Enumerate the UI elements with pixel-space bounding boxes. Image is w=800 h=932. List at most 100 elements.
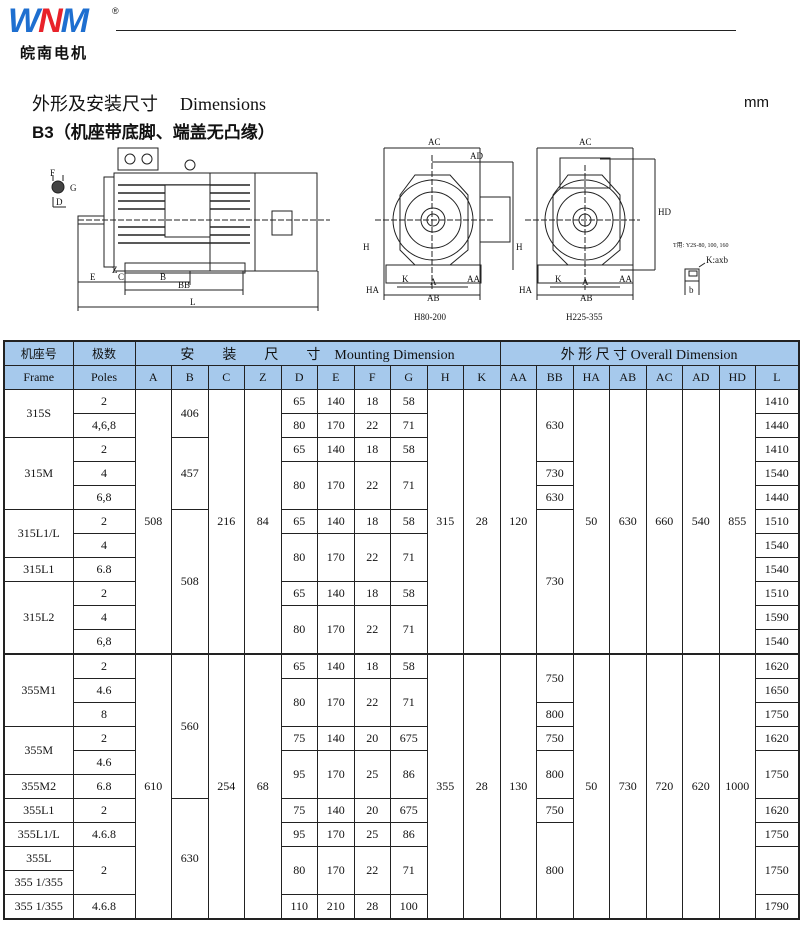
table-cell: 4.6: [72, 750, 136, 775]
column-header-ad: AD: [682, 365, 720, 390]
table-cell: 6.8: [72, 774, 136, 799]
table-cell: 4.6: [72, 678, 136, 703]
label-AC: AC: [428, 137, 441, 147]
table-cell: 75: [280, 798, 318, 823]
table-cell: 1650: [755, 678, 800, 703]
table-cell: 84: [244, 389, 282, 655]
table-cell: 1750: [755, 750, 800, 799]
caption-h80-200: H80-200: [414, 312, 446, 322]
table-cell: 58: [390, 509, 428, 534]
table-cell: 254: [207, 653, 245, 920]
table-cell: 1440: [755, 485, 800, 510]
table-cell: 71: [390, 605, 428, 655]
table-cell: 315: [426, 389, 464, 655]
table-cell: 315L1: [3, 557, 74, 582]
column-header-ha: HA: [572, 365, 611, 390]
table-cell: 355M: [3, 726, 74, 775]
table-cell: 210: [317, 894, 355, 920]
table-cell: 675: [390, 726, 428, 751]
table-cell: 80: [280, 461, 318, 510]
table-cell: 630: [609, 389, 647, 655]
table-cell: 95: [280, 750, 318, 799]
table-cell: 355 1/355: [3, 894, 74, 920]
brand-name-cn: 皖南电机: [20, 45, 89, 62]
table-cell: 610: [134, 653, 172, 920]
table-cell: 80: [280, 533, 318, 582]
table-cell: 65: [280, 509, 318, 534]
table-cell: 750: [536, 726, 574, 751]
column-header-aa: AA: [499, 365, 538, 390]
table-cell: 75: [280, 726, 318, 751]
label-AA: AA: [467, 274, 480, 284]
table-cell: 95: [280, 822, 318, 847]
side-view-drawing: F G D E Z C B BB L: [50, 147, 330, 311]
logo-letter-n: N: [38, 2, 63, 40]
column-header-k: K: [463, 365, 501, 390]
header-frame-cn: 机座号: [3, 340, 74, 366]
label-HD: HD: [658, 207, 671, 217]
header-overall-dimension: 外 形 尺 寸 Overall Dimension: [499, 340, 800, 366]
table-cell: 4,6,8: [72, 413, 136, 438]
table-cell: 18: [353, 389, 391, 414]
table-cell: 22: [353, 461, 391, 510]
caption-h225-355: H225-355: [566, 312, 603, 322]
table-cell: 1750: [755, 846, 800, 895]
table-cell: 750: [536, 798, 574, 823]
logo-letter-w: W: [8, 2, 40, 40]
table-cell: 1750: [755, 702, 800, 727]
front-view-h225-355: AC HD H HA K A AA AB H225-355: [516, 137, 671, 322]
table-cell: 630: [536, 485, 574, 510]
column-header-bb: BB: [536, 365, 574, 390]
table-cell: 170: [317, 605, 355, 655]
table-cell: 80: [280, 413, 318, 438]
label-C: C: [118, 272, 124, 282]
key-note: T用: Y2S-80, 100, 160: [673, 242, 729, 249]
table-cell: 140: [317, 653, 355, 679]
table-cell: 71: [390, 678, 428, 727]
table-cell: 1620: [755, 798, 800, 823]
header-rule: [116, 30, 736, 31]
logo-letter-m: M: [60, 2, 89, 40]
column-header-ab: AB: [609, 365, 647, 390]
column-header-hd: HD: [718, 365, 757, 390]
table-cell: 6.8: [72, 557, 136, 582]
table-cell: 800: [536, 822, 574, 920]
table-cell: 355 1/355: [3, 870, 74, 895]
label-AC-2: AC: [579, 137, 592, 147]
table-cell: 1540: [755, 533, 800, 558]
label-F: F: [50, 168, 55, 178]
table-cell: 50: [572, 653, 611, 920]
table-cell: 170: [317, 461, 355, 510]
table-cell: 140: [317, 509, 355, 534]
table-cell: 28: [463, 389, 501, 655]
table-cell: 6,8: [72, 485, 136, 510]
table-cell: 457: [171, 437, 209, 510]
table-cell: 800: [536, 702, 574, 727]
table-cell: 1410: [755, 437, 800, 462]
table-row: 355 1/355: [3, 870, 799, 895]
table-cell: 140: [317, 389, 355, 414]
table-row: 6,8 630 1440: [4, 485, 800, 510]
table-cell: 71: [390, 533, 428, 582]
label-G: G: [70, 183, 77, 193]
table-cell: 80: [280, 605, 318, 655]
column-header-e: E: [317, 365, 355, 390]
brand-logo: WNM ® 皖南电机: [8, 2, 119, 62]
table-cell: 750: [536, 653, 574, 703]
table-cell: 18: [353, 437, 391, 462]
table-cell: 25: [353, 822, 391, 847]
column-header-f: F: [353, 365, 391, 390]
table-cell: 620: [682, 653, 720, 920]
table-cell: 110: [280, 894, 318, 920]
table-cell: 25: [353, 750, 391, 799]
table-cell: 50: [572, 389, 611, 655]
label-HA-2: HA: [519, 285, 532, 295]
table-cell: 315L1/L: [3, 509, 74, 558]
unit-label: mm: [744, 94, 769, 111]
